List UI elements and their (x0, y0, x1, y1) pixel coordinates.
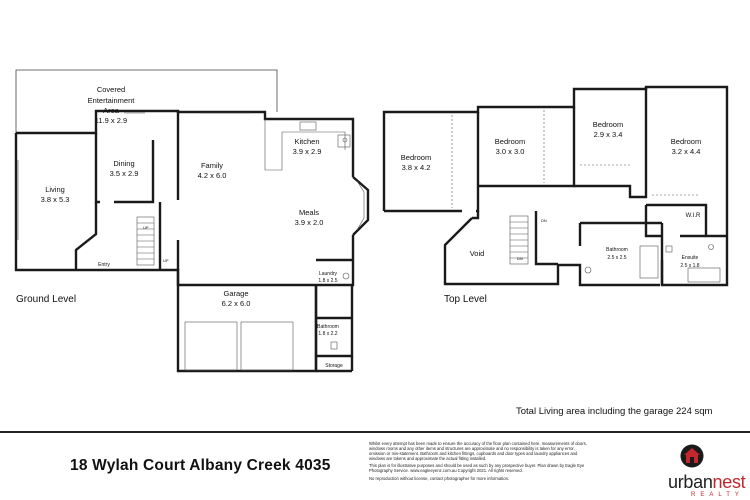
stair-up-mark-1: UP (143, 225, 149, 230)
entry-label: Entry (98, 262, 110, 268)
storage-label: Storage (325, 363, 343, 369)
meals-size: 3.9 x 2.0 (295, 218, 324, 227)
bedroom2-label: Bedroom (495, 137, 525, 146)
house-logo-icon (680, 444, 704, 468)
top-bathroom-size: 2.5 x 2.5 (607, 255, 626, 261)
kitchen-label: Kitchen (294, 137, 319, 146)
laundry-size: 1.8 x 2.5 (318, 278, 337, 284)
brand-sub: REALTY (691, 492, 744, 498)
covered-area-size: 11.9 x 2.9 (95, 116, 127, 125)
living-label: Living (45, 185, 65, 194)
bedroom4-label: Bedroom (671, 137, 701, 146)
kitchen-size: 3.9 x 2.9 (293, 147, 322, 156)
brand-name-highlight: nest (712, 472, 746, 492)
top-level-plan: Bedroom 3.8 x 4.2 Bedroom 3.0 x 3.0 Bedr… (382, 85, 729, 305)
disclaimer-paragraph: No reproduction without license, contact… (369, 475, 510, 481)
bedroom2-size: 3.0 x 3.0 (496, 147, 525, 156)
family-label: Family (201, 161, 223, 170)
ensuite-size: 2.5 x 1.8 (680, 263, 699, 269)
bedroom3-label: Bedroom (593, 120, 623, 129)
bedroom4-size: 3.2 x 4.4 (672, 147, 701, 156)
ground-level-title: Ground Level (16, 294, 76, 305)
disclaimer-paragraph: This plan is for illustrative purposes a… (369, 463, 585, 474)
brand-name-start: urban (668, 472, 713, 492)
brand-logo: urbannest REALTY (668, 440, 750, 500)
bedroom1-label: Bedroom (401, 153, 431, 162)
covered-area-label-1: Covered (97, 85, 125, 94)
bedroom1-size: 3.8 x 4.2 (402, 163, 431, 172)
covered-area-label-3: Area (103, 106, 120, 115)
meals-label: Meals (299, 208, 319, 217)
wir-label: W.I.R (686, 213, 701, 219)
top-level-title: Top Level (444, 294, 487, 305)
covered-area-label-2: Entertainment (88, 96, 136, 105)
floor-plan-drawing: Covered Entertainment Area 11.9 x 2.9 Li… (14, 69, 729, 373)
garage-size: 6.2 x 6.0 (222, 299, 251, 308)
ground-bathroom-size: 1.8 x 2.2 (318, 331, 337, 337)
disclaimer-paragraph: Whilst every attempt has been made to en… (369, 441, 587, 462)
dining-label: Dining (113, 159, 134, 168)
family-size: 4.2 x 6.0 (198, 171, 227, 180)
ground-bathroom-label: Bathroom (317, 324, 339, 330)
property-address: 18 Wylah Court Albany Creek 4035 (70, 457, 331, 474)
disclaimer: Whilst every attempt has been made to en… (369, 441, 589, 483)
total-area-text: Total Living area including the garage 2… (516, 406, 713, 417)
void-label: Void (470, 249, 485, 258)
stair-dn-mark-2: DN (517, 256, 523, 261)
garage-label: Garage (223, 289, 248, 298)
covered-area-outline (15, 69, 278, 133)
ensuite-label: Ensuite (682, 255, 699, 261)
top-bathroom-label: Bathroom (606, 247, 628, 253)
footer-divider-top (0, 431, 750, 433)
living-size: 3.8 x 5.3 (41, 195, 70, 204)
laundry-label: Laundry (319, 271, 338, 277)
stair-dn-mark-1: DN (541, 218, 547, 223)
bedroom3-size: 2.9 x 3.4 (594, 130, 623, 139)
stair-up-mark-2: UP (163, 258, 169, 263)
ground-level-plan: Covered Entertainment Area 11.9 x 2.9 Li… (14, 69, 370, 373)
brand-name: urbannest (668, 472, 746, 493)
dining-size: 3.5 x 2.9 (110, 169, 139, 178)
